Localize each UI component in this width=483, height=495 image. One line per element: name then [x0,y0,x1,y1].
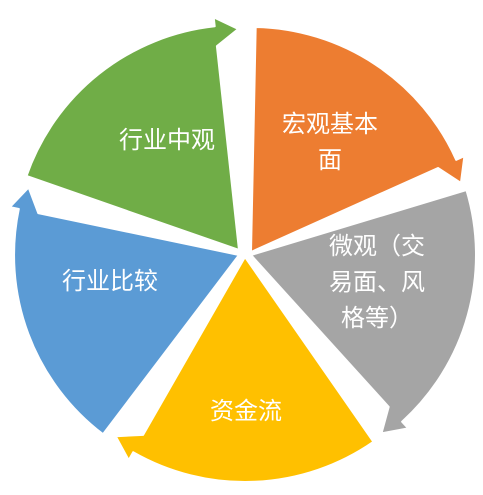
segment-compare [8,186,240,436]
segment-label-compare: 行业比较 [62,267,158,295]
segment-label-line: 格等） [341,304,413,332]
segment-label-line: 行业比较 [62,267,158,295]
segment-flow [114,256,375,483]
segment-label-line: 易面、风 [329,268,425,296]
segment-label-line: 宏观基本 [282,110,378,138]
segment-label-industry: 行业中观 [119,126,215,154]
segment-label-macro: 宏观基本面 [282,110,378,174]
segment-label-line: 资金流 [210,397,282,425]
segment-label-micro: 微观（交易面、风格等） [329,232,425,332]
cycle-segments [8,16,477,483]
segment-label-line: 面 [318,146,342,174]
segment-label-flow: 资金流 [210,397,282,425]
segment-micro [250,189,477,435]
segment-label-line: 微观（交 [329,232,425,260]
segment-label-line: 行业中观 [119,126,215,154]
segment-macro [250,26,466,253]
segment-industry [25,16,240,251]
